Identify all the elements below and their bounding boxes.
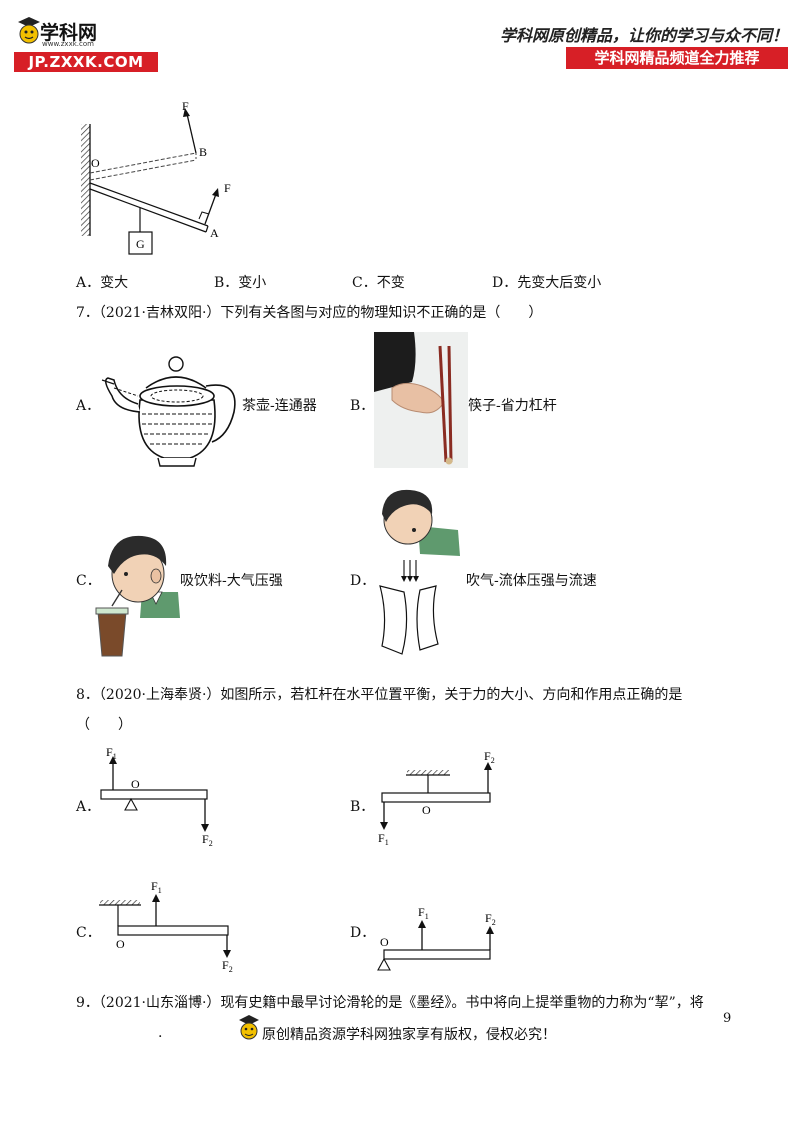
q6-lever-figure: F B O F A G (81, 99, 231, 255)
fig6-label-F-right: F (224, 181, 231, 195)
q7-option-a-letter[interactable]: A． (76, 398, 101, 414)
footer-mascot-icon (239, 1015, 259, 1040)
header-slogan: 学科网原创精品，让你的学习与众不同！ (499, 26, 788, 45)
q8a-f2-label: F (202, 832, 209, 846)
page-number: 9 (723, 1011, 732, 1026)
footer-copyright: 原创精品资源学科网独家享有版权，侵权必究！ (262, 1027, 556, 1043)
footer-dot: . (158, 1025, 163, 1041)
logo-bar: JP.ZXXK.COM (14, 52, 158, 72)
svg-text:F1: F1 (151, 879, 162, 895)
q8-stem-line1: 8．（2020·上海奉贤·）如图所示，若杠杆在水平位置平衡，关于力的大小、方向和… (76, 687, 683, 703)
svg-text:F2: F2 (202, 832, 213, 848)
logo-url: www.zxxk.com (42, 40, 94, 48)
svg-text:F2: F2 (485, 911, 496, 927)
q8-stem-line2: （ ） (76, 717, 132, 733)
svg-text:O: O (380, 935, 389, 949)
teapot-image (101, 356, 236, 467)
q8-option-c-letter[interactable]: C． (76, 925, 101, 941)
q6-option-d[interactable]: D．先变大后变小 (492, 275, 602, 291)
q7-stem: 7．（2021·吉林双阳·）下列有关各图与对应的物理知识不正确的是（ ） (76, 305, 543, 321)
fig6-label-G: G (136, 237, 145, 251)
q8-option-d-letter[interactable]: D． (350, 925, 376, 941)
q6-option-b[interactable]: B．变小 (214, 275, 267, 291)
q6-option-a[interactable]: A．变大 (76, 275, 129, 291)
q8a-o-label: O (131, 777, 140, 791)
logo-text: 学科网 (40, 22, 98, 44)
q7-option-d-caption: 吹气-流体压强与流速 (466, 573, 597, 589)
boy-drinking-image (95, 535, 180, 657)
q6-option-c[interactable]: C．不变 (352, 275, 405, 291)
header-promo-banner[interactable]: 学科网精品频道全力推荐 (566, 47, 788, 69)
q7-option-c-letter[interactable]: C． (76, 573, 101, 589)
svg-text:O: O (422, 803, 431, 817)
q7-option-a-caption: 茶壶-连通器 (242, 398, 317, 414)
q7-option-c-caption: 吸饮料-大气压强 (180, 573, 283, 589)
fig6-label-F-top: F (182, 99, 189, 113)
q7-option-b-caption: 筷子-省力杠杆 (468, 398, 557, 414)
q8-option-b-lever: F2 O F1 (378, 749, 495, 847)
q8-option-a-lever: F1 O F2 (100, 745, 213, 848)
q7-option-d-letter[interactable]: D． (350, 573, 376, 589)
q9-stem: 9．（2021·山东淄博·）现有史籍中最早讨论滑轮的是《墨经》。书中将向上提举重… (76, 995, 704, 1011)
q7-option-b-letter[interactable]: B． (350, 398, 375, 414)
svg-text:F2: F2 (222, 958, 233, 974)
fig6-label-A: A (210, 226, 219, 240)
q8-option-d-lever: F1 F2 O (377, 905, 496, 971)
chopsticks-photo (374, 332, 468, 468)
fig6-label-B: B (199, 145, 207, 159)
q8-option-a-letter[interactable]: A． (76, 799, 101, 815)
svg-text:F1: F1 (418, 905, 429, 921)
svg-text:F1: F1 (378, 831, 389, 847)
q8a-f1-label: F (106, 745, 113, 759)
logo-mascot-icon (18, 17, 40, 44)
svg-text:F1: F1 (106, 745, 117, 761)
blowing-paper-image (379, 489, 460, 655)
q8-option-c-lever: F1 O F2 (99, 879, 233, 974)
q8-option-b-letter[interactable]: B． (350, 799, 375, 815)
svg-text:O: O (116, 937, 125, 951)
svg-text:F2: F2 (484, 749, 495, 765)
fig6-label-O: O (91, 156, 100, 170)
